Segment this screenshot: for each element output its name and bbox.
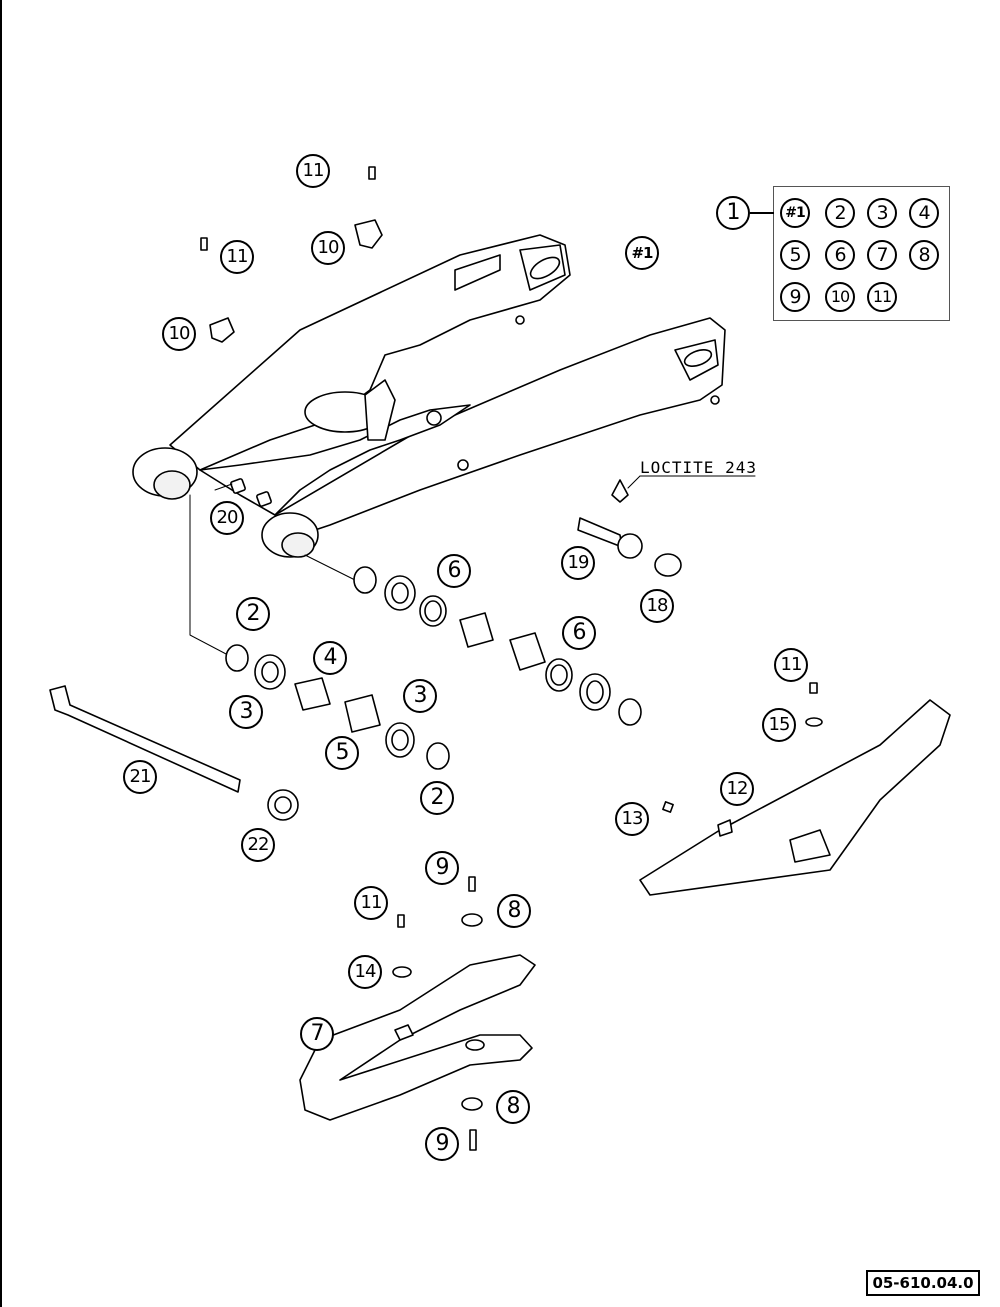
document-number: 05-610.04.0 <box>866 1270 980 1296</box>
hose-clamps <box>200 166 383 343</box>
kit-item: #1 <box>780 198 810 228</box>
kit-item: 5 <box>780 240 810 270</box>
callout: 10 <box>311 231 345 265</box>
callout: 14 <box>348 955 382 989</box>
grease-nipples <box>214 478 272 507</box>
chain-guard <box>639 682 951 896</box>
callout: 11 <box>220 240 254 274</box>
callout: 3 <box>403 679 437 713</box>
callout: 12 <box>720 772 754 806</box>
callout: 22 <box>241 828 275 862</box>
callout: 9 <box>425 1127 459 1161</box>
callout: 3 <box>229 695 263 729</box>
swingarm-pivot-axle <box>49 685 299 821</box>
callout: 11 <box>296 154 330 188</box>
bearing-set-lower <box>225 644 450 770</box>
callout: 10 <box>162 317 196 351</box>
kit-item: 6 <box>825 240 855 270</box>
kit-item: 8 <box>909 240 939 270</box>
callout: 2 <box>236 597 270 631</box>
callout: 6 <box>437 554 471 588</box>
kit-leader-line <box>750 212 774 214</box>
callout: 7 <box>300 1017 334 1051</box>
swingarm <box>132 234 726 558</box>
callout: 4 <box>313 641 347 675</box>
callout: 5 <box>325 736 359 770</box>
callout: 11 <box>774 648 808 682</box>
callout: 11 <box>354 886 388 920</box>
callout: 15 <box>762 708 796 742</box>
kit-item: 10 <box>825 282 855 312</box>
callout: 19 <box>561 546 595 580</box>
callout: 6 <box>562 616 596 650</box>
callout: 13 <box>615 802 649 836</box>
kit-item: 7 <box>867 240 897 270</box>
loctite-note: LOCTITE 243 <box>640 458 757 477</box>
callout: 18 <box>640 589 674 623</box>
callout-kit-main: 1 <box>716 196 750 230</box>
callout: 20 <box>210 501 244 535</box>
callout: 21 <box>123 760 157 794</box>
fastener-group <box>577 475 756 577</box>
bearing-set-upper <box>353 566 642 726</box>
chain-slider <box>299 876 536 1151</box>
page-left-border <box>0 0 2 1307</box>
callout: 2 <box>420 781 454 815</box>
callout: 8 <box>496 1090 530 1124</box>
kit-item: 11 <box>867 282 897 312</box>
kit-item: 2 <box>825 198 855 228</box>
callout: 8 <box>497 894 531 928</box>
kit-item: 9 <box>780 282 810 312</box>
callout: #1 <box>625 236 659 270</box>
callout: 9 <box>425 851 459 885</box>
kit-item: 4 <box>909 198 939 228</box>
kit-item: 3 <box>867 198 897 228</box>
